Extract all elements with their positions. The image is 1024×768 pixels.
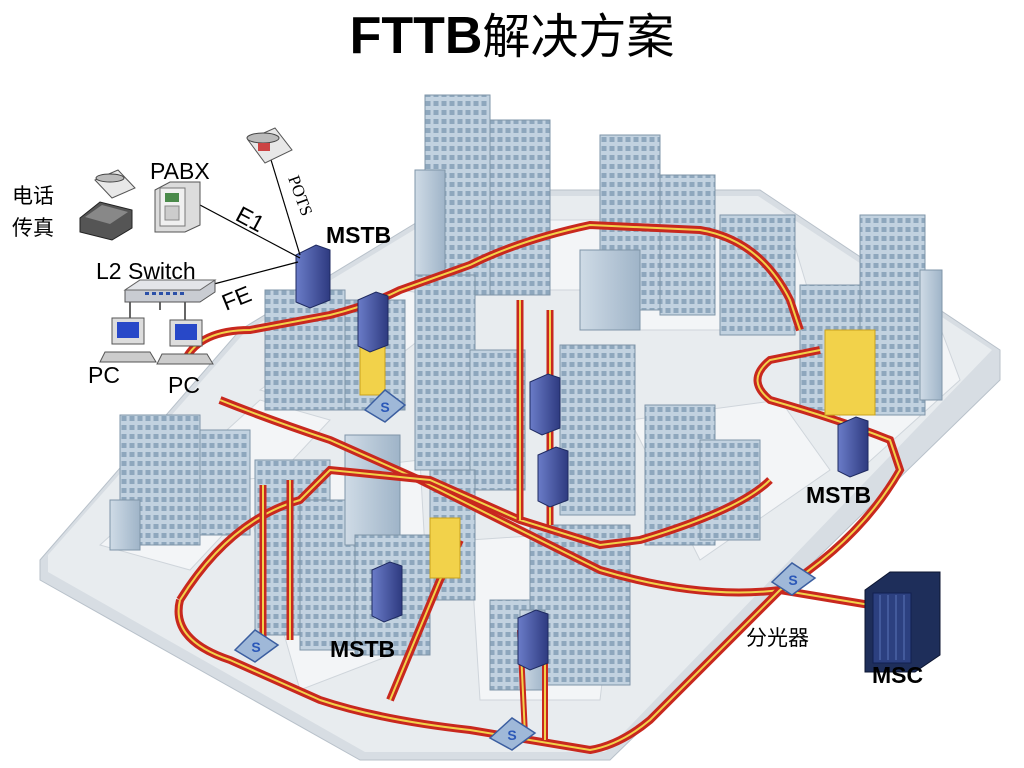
pabx-icon (154, 181, 201, 233)
mstb-devices (295, 244, 869, 671)
splitter-bottom-left (233, 629, 280, 663)
title-latin: FTTB (349, 7, 483, 65)
pots-link (267, 149, 301, 256)
pc-icon-left (99, 317, 157, 363)
title-chinese: 解决方案 (482, 9, 675, 65)
mstb-device-right (837, 416, 869, 478)
fe-link (209, 261, 299, 286)
access-links (129, 149, 301, 322)
mstb-device-top (295, 244, 331, 309)
phone-pots-icon (246, 127, 293, 164)
pc-icon-right (156, 319, 214, 365)
mstb-device-3 (529, 373, 561, 436)
splitters (233, 389, 817, 751)
mstb-device-6 (517, 609, 549, 671)
pots-label: POTS (284, 173, 316, 219)
phone-fax-icon (79, 169, 136, 241)
e1-link (199, 204, 301, 259)
mstb-device-bottom (371, 561, 403, 623)
phone-fax-label: 电话 传真 (12, 180, 54, 244)
mstb-label-right: MSTB (806, 482, 872, 508)
splitter-bottom (488, 717, 537, 751)
msc-cabinet (864, 571, 941, 673)
splitter-mark-right: S (788, 572, 797, 588)
cable-ducts (359, 329, 876, 579)
pc-label-right: PC (168, 372, 200, 398)
pabx-label: PABX (150, 158, 210, 184)
splitter-label: 分光器 (746, 626, 809, 650)
pc-label-left: PC (88, 362, 120, 388)
riser-duct-right (824, 329, 876, 416)
mstb-label-top: MSTB (326, 222, 392, 248)
fax-label: 传真 (12, 216, 54, 240)
splitter-left (363, 389, 407, 423)
splitter-mark-bottom-left: S (251, 639, 260, 655)
splitter-mark-bottom: S (507, 727, 516, 743)
riser-duct-center (429, 517, 461, 579)
splitter-right (770, 562, 817, 596)
l2-switch-label: L2 Switch (96, 258, 196, 284)
phone-label: 电话 (12, 184, 54, 208)
l2-switch-icon (123, 279, 217, 303)
splitter-mark-left: S (380, 399, 389, 415)
mstb-device-4 (537, 446, 569, 508)
msc-label: MSC (872, 662, 924, 688)
page-title: FTTB解决方案 (0, 6, 1024, 67)
mstb-label-bottom: MSTB (330, 636, 396, 662)
mstb-device-2 (357, 291, 389, 353)
